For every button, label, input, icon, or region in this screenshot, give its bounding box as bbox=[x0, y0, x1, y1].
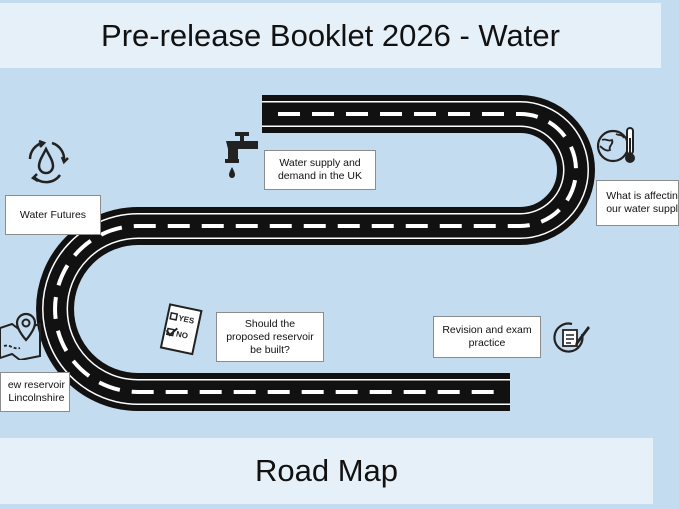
stop-supply-demand: Water supply and demand in the UK bbox=[264, 150, 376, 190]
tap-icon bbox=[222, 129, 262, 181]
stop-should-build: Should the proposed reservoir be built? bbox=[216, 312, 324, 362]
revision-notepad-icon bbox=[552, 318, 592, 358]
no-label: NO bbox=[175, 329, 189, 340]
water-cycle-icon bbox=[20, 135, 72, 187]
climate-globe-icon bbox=[594, 124, 640, 170]
footer-title: Road Map bbox=[0, 438, 653, 504]
yes-no-checklist-icon: YES NO bbox=[156, 303, 204, 357]
stop-new-reservoir: ew reservoir Lincolnshire bbox=[0, 372, 70, 412]
yes-label: YES bbox=[178, 314, 196, 326]
stop-revision: Revision and exam practice bbox=[433, 316, 541, 358]
map-location-icon bbox=[0, 310, 44, 362]
page-title: Pre-release Booklet 2026 - Water bbox=[0, 3, 661, 68]
stop-water-futures: Water Futures bbox=[5, 195, 101, 235]
stop-affecting-supply: What is affectin our water suppl bbox=[596, 180, 679, 226]
